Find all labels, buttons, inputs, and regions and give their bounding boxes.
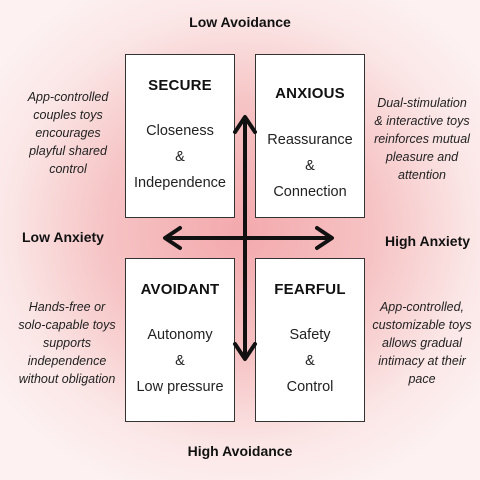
note-line: pleasure and [385, 150, 459, 164]
axis-label-high-anxiety: High Anxiety [385, 233, 471, 249]
quadrant-line: & [175, 149, 185, 165]
quadrant-line: Closeness [146, 123, 214, 139]
arrowhead-right-icon [315, 226, 334, 250]
quadrant-line: Independence [134, 175, 226, 191]
quadrant-body: Closeness & Independence [126, 118, 234, 196]
quadrant-secure: SECURE Closeness & Independence [125, 54, 235, 218]
quadrant-title: ANXIOUS [275, 85, 345, 102]
quadrant-title: FEARFUL [274, 281, 346, 298]
quadrant-line: Reassurance [267, 132, 353, 148]
arrowhead-up-icon [233, 115, 257, 134]
note-avoidant: Hands-free or solo-capable toys supports… [7, 298, 127, 388]
quadrant-fearful: FEARFUL Safety & Control [255, 258, 365, 422]
note-line: solo-capable toys [18, 318, 116, 332]
axis-label-low-avoidance: Low Avoidance [189, 14, 291, 30]
quadrant-line: Control [286, 379, 334, 395]
arrowhead-down-icon [233, 342, 257, 361]
note-fearful: App-controlled, customizable toys allows… [362, 298, 480, 388]
note-line: attention [398, 168, 446, 182]
note-line: encourages [35, 126, 101, 140]
quadrant-line: & [305, 353, 315, 369]
note-line: intimacy at their [378, 354, 466, 368]
note-line: independence [27, 354, 107, 368]
quadrant-line: Low pressure [136, 379, 224, 395]
quadrant-avoidant: AVOIDANT Autonomy & Low pressure [125, 258, 235, 422]
quadrant-line: Autonomy [147, 327, 213, 343]
note-line: couples toys [33, 108, 103, 122]
note-line: Dual-stimulation [377, 96, 467, 110]
note-line: control [49, 162, 87, 176]
quadrant-anxious: ANXIOUS Reassurance & Connection [255, 54, 365, 218]
quadrant-line: Safety [289, 327, 331, 343]
quadrant-title: SECURE [148, 77, 212, 94]
note-line: App-controlled, [379, 300, 465, 314]
note-line: supports [43, 336, 91, 350]
note-line: Hands-free or [28, 300, 106, 314]
quadrant-line: Connection [273, 184, 347, 200]
note-line: allows gradual [382, 336, 462, 350]
quadrant-title: AVOIDANT [140, 281, 220, 298]
quadrant-line: & [175, 353, 185, 369]
note-line: playful shared [29, 144, 107, 158]
note-line: customizable toys [372, 318, 472, 332]
note-line: pace [408, 372, 436, 386]
note-line: & interactive toys [374, 114, 470, 128]
quadrant-line: & [305, 158, 315, 174]
quadrant-body: Safety & Control [256, 322, 364, 400]
note-line: reinforces mutual [374, 132, 470, 146]
axis-label-high-avoidance: High Avoidance [187, 443, 293, 459]
note-line: without obligation [18, 372, 116, 386]
quadrant-body: Reassurance & Connection [256, 127, 364, 205]
quadrant-body: Autonomy & Low pressure [126, 322, 234, 400]
axis-label-low-anxiety: Low Anxiety [22, 229, 104, 245]
note-anxious: Dual-stimulation & interactive toys rein… [362, 94, 480, 184]
note-secure: App-controlled couples toys encourages p… [8, 88, 128, 178]
arrowhead-left-icon [163, 226, 182, 250]
note-line: App-controlled [27, 90, 109, 104]
